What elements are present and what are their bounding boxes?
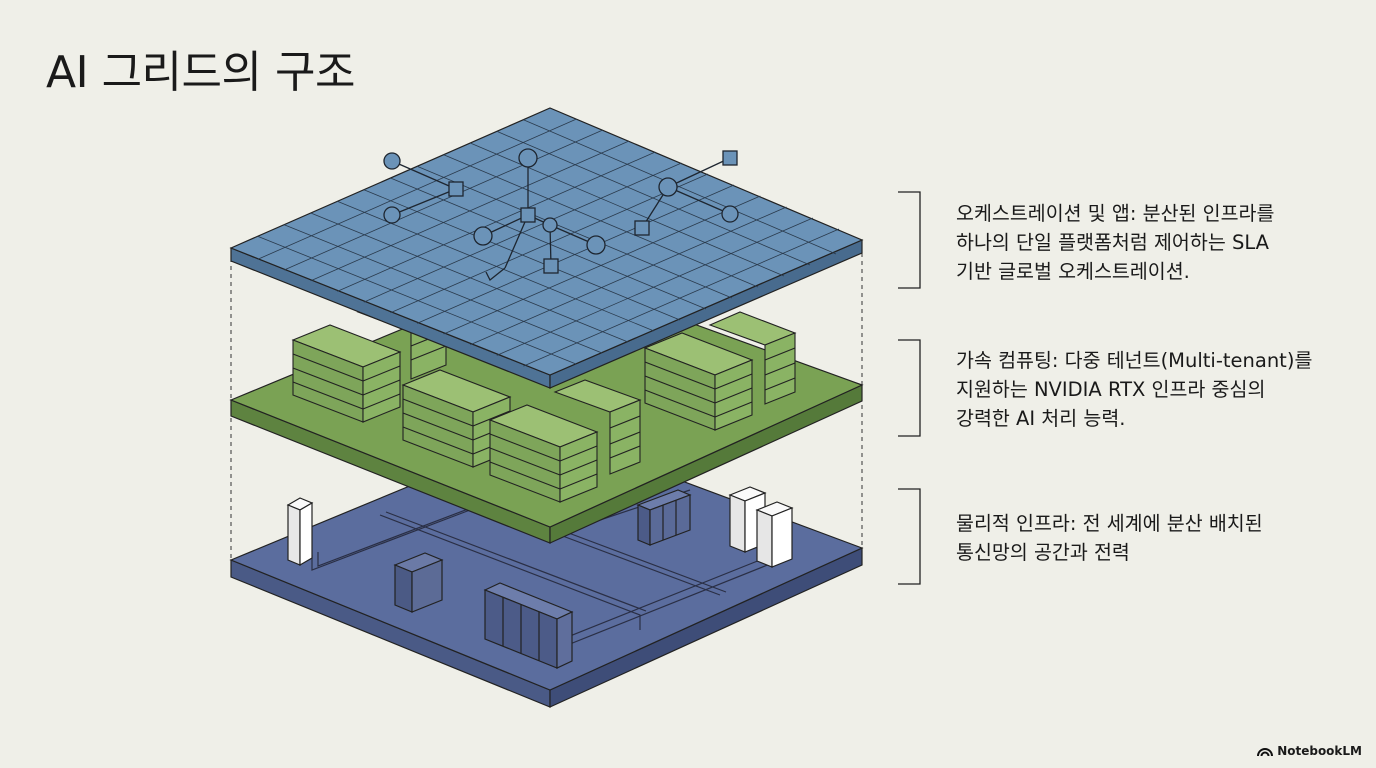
bracket-orchestration (898, 191, 921, 289)
physical-layer (229, 429, 864, 708)
annotation-line: 기반 글로벌 오케스트레이션. (956, 260, 1190, 283)
server-stacks (291, 297, 797, 503)
grid-lines (257, 118, 840, 367)
network-nodes (383, 148, 739, 282)
annotation-physical: 물리적 인프라: 전 세계에 분산 배치된 통신망의 공간과 전력 (956, 509, 1356, 567)
annotation-line: 오케스트레이션 및 앱: 분산된 인프라를 (956, 202, 1275, 225)
orchestration-layer (229, 107, 864, 389)
notebooklm-brand: NotebookLM (1257, 744, 1362, 758)
bracket-compute (898, 339, 921, 437)
notebooklm-logo-icon (1257, 748, 1274, 757)
annotation-line: 통신망의 공간과 전력 (956, 541, 1130, 564)
annotation-line: 강력한 AI 처리 능력. (956, 407, 1126, 430)
annotation-line: 물리적 인프라: 전 세계에 분산 배치된 (956, 512, 1263, 535)
bracket-physical (898, 488, 921, 585)
page-title: AI 그리드의 구조 (46, 47, 355, 98)
compute-layer (229, 269, 864, 544)
annotation-compute: 가속 컴퓨팅: 다중 테넌트(Multi-tenant)를 지원하는 NVIDI… (956, 346, 1356, 433)
annotation-line: 하나의 단일 플랫폼처럼 제어하는 SLA (956, 231, 1269, 254)
brand-label: NotebookLM (1277, 744, 1362, 758)
annotation-line: 가속 컴퓨팅: 다중 테넌트(Multi-tenant)를 (956, 349, 1313, 372)
annotation-brackets (898, 191, 921, 585)
annotation-orchestration: 오케스트레이션 및 앱: 분산된 인프라를 하나의 단일 플랫폼처럼 제어하는 … (956, 199, 1356, 286)
annotation-line: 지원하는 NVIDIA RTX 인프라 중심의 (956, 378, 1266, 401)
